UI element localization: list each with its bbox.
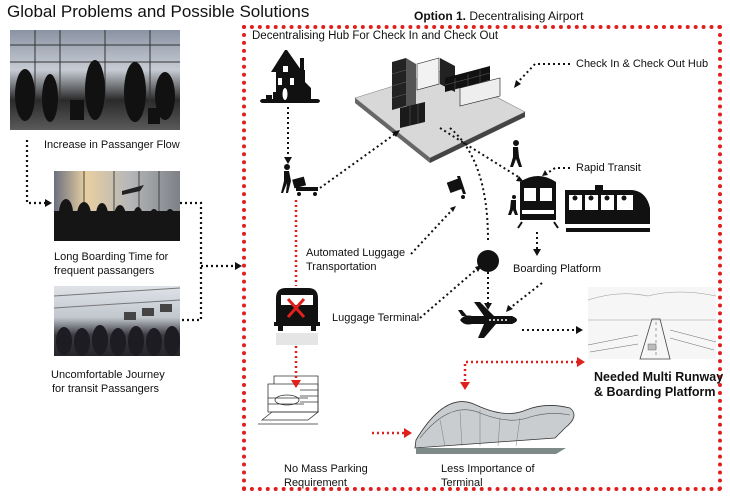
photo-transit-journey: [54, 286, 180, 356]
arrow-rapid-label: [545, 167, 570, 175]
hub-heading: Decentralising Hub For Check In and Chec…: [252, 30, 499, 42]
label-line: & Boarding Platform: [594, 385, 716, 399]
solution-frame: [242, 25, 722, 491]
caption-line: frequent passangers: [54, 265, 155, 277]
arrowhead-icon: [577, 357, 585, 367]
parking-structure-sketch: [258, 375, 320, 425]
arrowhead-icon: [45, 199, 52, 207]
option-name: Decentralising Airport: [469, 9, 584, 23]
arrowhead-icon: [475, 265, 482, 272]
caption-line: for transit Passangers: [52, 383, 159, 395]
label-line: Automated Luggage: [306, 247, 406, 259]
arrow-terminal-to-node: [419, 267, 479, 319]
caption-line: Uncomfortable Journey: [51, 369, 165, 381]
queue-silhouettes-icon: [54, 171, 180, 241]
label-line: No Mass Parking: [284, 463, 368, 475]
caption-passenger-flow: Increase in Passanger Flow: [44, 139, 180, 151]
van-crossed-icon: [274, 288, 320, 345]
arrow-platform-to-plane: [509, 282, 543, 309]
option-heading: Option 1. Decentralising Airport: [414, 9, 583, 23]
label-line: Terminal: [441, 477, 483, 489]
arrowhead-icon: [235, 262, 242, 270]
caption-line: Long Boarding Time for: [54, 251, 169, 263]
label-line: Requirement: [284, 477, 347, 489]
arrowhead-icon: [506, 305, 513, 312]
label-rapid-transit: Rapid Transit: [576, 162, 641, 174]
airplane-icon: [458, 302, 517, 338]
arrow-hublabel-to-hub: [517, 63, 570, 83]
label-no-mass-parking: No Mass Parking Requirement: [284, 462, 368, 490]
photo-passenger-flow: [10, 30, 180, 130]
caption-transit-journey: Uncomfortable Journey for transit Passan…: [51, 368, 165, 396]
luggage-terminal-node: [477, 250, 499, 272]
arrowhead-icon: [484, 303, 492, 310]
arrowhead-icon: [576, 326, 583, 334]
arrowhead-icon: [542, 170, 548, 176]
walking-person-icon: [510, 140, 522, 167]
red-arrow-runway-to-terminal: [463, 360, 578, 382]
arrowhead-icon: [450, 206, 456, 212]
silhouettes-icon: [10, 30, 180, 124]
metro-train-front-icon: [508, 176, 559, 229]
arrow-cart-to-hub: [319, 133, 396, 189]
arrowhead-icon: [392, 130, 400, 137]
arrow-luggage-up: [410, 209, 453, 255]
option-label: Option 1.: [414, 9, 466, 23]
label-check-in-hub: Check In & Check Out Hub: [576, 58, 709, 70]
arrowhead-icon: [460, 382, 470, 390]
label-line: Needed Multi Runway: [594, 370, 724, 384]
page-title: Global Problems and Possible Solutions: [7, 2, 310, 21]
arrowhead-icon: [291, 380, 301, 388]
crowd-icon: [54, 287, 180, 356]
luggage-cart-person-icon: [281, 164, 318, 196]
arrow-hub-to-metro: [439, 127, 521, 179]
check-in-hub-building-icon: [354, 57, 526, 163]
label-boarding-platform: Boarding Platform: [513, 263, 602, 275]
label-luggage-terminal: Luggage Terminal: [332, 312, 420, 324]
connector-flow-to-boarding: [25, 140, 46, 205]
label-line: Less Importance of: [441, 463, 535, 475]
arrowhead-icon: [516, 176, 524, 182]
arrowhead-icon: [404, 428, 412, 438]
connector-boarding-to-solution: [180, 201, 203, 322]
label-less-importance-terminal: Less Importance of Terminal: [441, 462, 535, 490]
arrowhead-icon: [514, 80, 521, 88]
arrow-hub-to-node: [449, 127, 489, 241]
arrowhead-icon: [284, 157, 292, 164]
label-multi-runway: Needed Multi Runway & Boarding Platform: [594, 370, 723, 400]
photo-boarding-time: [54, 171, 180, 241]
tram-side-icon: [565, 185, 650, 232]
airplane-windows: [489, 319, 507, 321]
label-line: Transportation: [306, 261, 377, 273]
label-luggage-transport: Automated Luggage Transportation: [306, 246, 405, 274]
arrowhead-icon: [533, 249, 541, 256]
luggage-trolley-icon: [446, 176, 466, 199]
house-icon: [260, 50, 320, 103]
terminal-building-sketch: [414, 401, 575, 454]
house-windows: [278, 66, 294, 100]
caption-boarding-time: Long Boarding Time for frequent passange…: [54, 250, 168, 278]
runway-sketch: [587, 287, 717, 360]
